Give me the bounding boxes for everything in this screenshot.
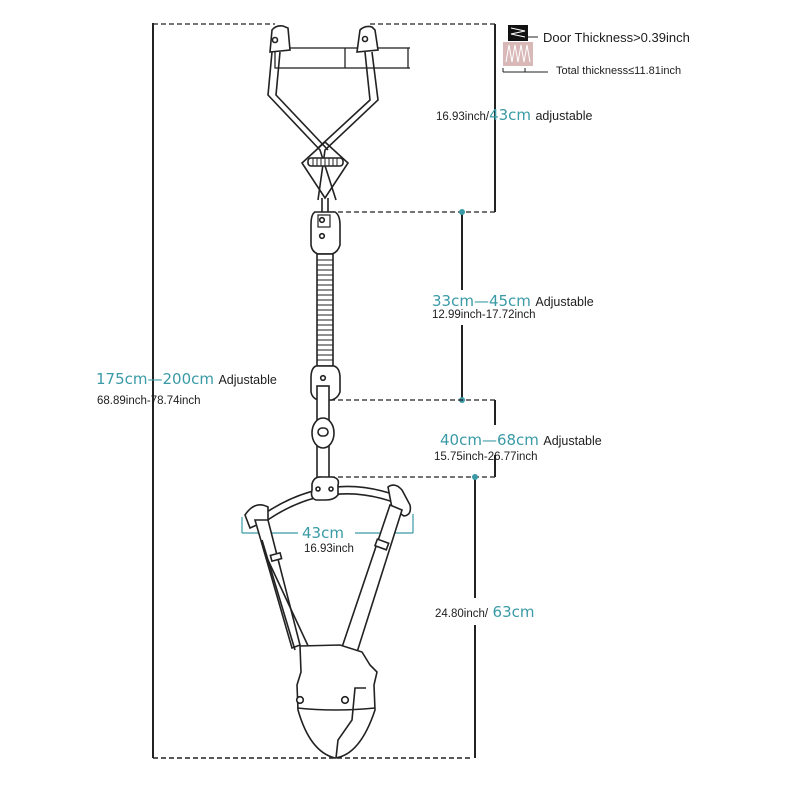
spring-section-label: 33cm—45cm Adjustable [432,294,594,310]
strap-section-bracket [330,399,496,478]
hanger-width-inch: 16.93inch/ [436,111,490,123]
door-thickness-label: Door Thickness>0.39inch [543,30,690,45]
strap-section-cm: 40cm—68cm [440,431,539,449]
hanger-width-label: 16.93inch/43cm adjustable [436,108,592,124]
hanger-bracket [330,23,496,213]
strap-section-label: 40cm—68cm Adjustable [440,433,602,449]
seat-height-inch: 24.80inch/ [435,608,489,620]
strap-section-inch: 15.75inch-26.77inch [434,451,538,463]
spring-diamond [300,140,350,212]
hanger-width-note: adjustable [535,109,593,123]
door-bar [274,47,410,69]
total-thickness-label: Total thickness≤11.81inch [556,65,682,77]
scissor-arms [267,51,379,201]
total-height-inch: 68.89inch-78.74inch [97,395,201,407]
seat-height-label: 24.80inch/ 63cm [435,605,534,621]
seat-width-cm: 43cm [302,524,344,542]
total-height-bracket [152,23,470,759]
total-height-label: 175cm—200cm Adjustable [96,372,277,388]
strap-section-note: Adjustable [543,434,602,448]
seat-width-inch: 16.93inch [304,543,354,555]
seat-height-bracket [472,474,478,758]
door-thickness-icon [502,25,548,73]
seat-height-cm: 63cm [492,603,535,621]
spring-section-note: Adjustable [535,295,594,309]
spring-tube [310,211,341,487]
seat-body [295,644,378,759]
total-height-note: Adjustable [218,373,277,387]
hanger-width-cm: 43cm [489,106,532,124]
spring-section-cm: 33cm—45cm [432,292,531,310]
spring-section-inch: 12.99inch-17.72inch [432,309,536,321]
hanger-hooks [269,25,379,53]
total-height-cm: 175cm—200cm [96,370,214,388]
spring-section-bracket [459,209,465,403]
